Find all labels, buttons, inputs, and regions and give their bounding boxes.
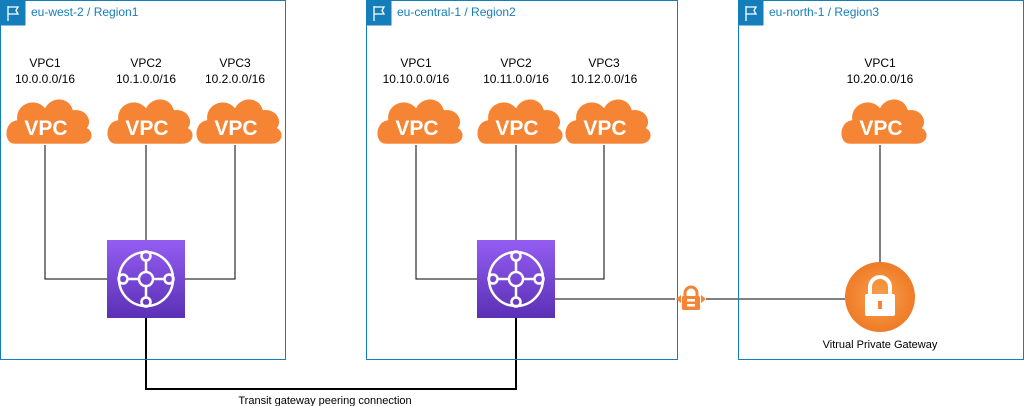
vpc-cidr: 10.2.0.0/16 <box>205 72 265 86</box>
vpc-name: VPC2 <box>500 56 532 70</box>
vpc-cidr: 10.20.0.0/16 <box>847 72 914 86</box>
region-1-title: eu-west-2 / Region1 <box>31 5 139 19</box>
vpc-cloud-icon: VPC <box>840 98 928 145</box>
vpc-name: VPC3 <box>219 56 251 70</box>
transit-gateway-icon <box>477 240 555 318</box>
vpc-icon-label: VPC <box>583 117 626 140</box>
vpc-cidr: 10.10.0.0/16 <box>383 72 450 86</box>
vpc-icon-label: VPC <box>859 117 902 140</box>
region-2: eu-central-1 / Region2 VPC1 10.10.0.0/16… <box>366 0 678 360</box>
vpc-cloud-icon: VPC <box>376 98 464 145</box>
connectors <box>44 145 881 300</box>
vpc-cloud-icon: VPC <box>476 98 564 145</box>
vpc-cloud-icon: VPC <box>106 98 194 145</box>
vpc-cloud-icon: VPC <box>5 98 93 145</box>
region-3-title: eu-north-1 / Region3 <box>769 5 879 19</box>
vpc-icon-label: VPC <box>495 117 538 140</box>
connector-r1-vpc3 <box>185 145 236 280</box>
peering-label: Transit gateway peering connection <box>238 395 411 406</box>
vpc-cidr: 10.1.0.0/16 <box>116 72 176 86</box>
vpc-icon-label: VPC <box>395 117 438 140</box>
vpc-cloud-icon: VPC <box>564 98 652 145</box>
connector-r2-vpc3 <box>555 145 605 280</box>
flag-icon <box>0 0 26 26</box>
region-2-frame <box>366 0 678 360</box>
region-1-frame <box>0 0 286 360</box>
vpn-lock-icon <box>676 285 706 310</box>
connector-r2-vpc1 <box>415 145 477 280</box>
vpc-icon-label: VPC <box>24 117 67 140</box>
region-3: eu-north-1 / Region3 VPC1 10.20.0.0/16 V… <box>738 0 1024 360</box>
vpc-icon-label: VPC <box>214 117 257 140</box>
vpc-cidr: 10.0.0.0/16 <box>15 72 75 86</box>
vpc-name: VPC3 <box>588 56 620 70</box>
tgw-peering-connection <box>145 318 517 390</box>
vpc-name: VPC1 <box>864 56 896 70</box>
vpg-label: Vitrual Private Gateway <box>823 339 938 351</box>
vpc-cidr: 10.11.0.0/16 <box>483 72 549 86</box>
region-3-frame <box>738 0 1024 360</box>
vpc-icon-label: VPC <box>125 117 168 140</box>
vpc-name: VPC1 <box>400 56 432 70</box>
transit-gateway-icon <box>107 240 185 318</box>
flag-icon <box>738 0 764 26</box>
region-2-title: eu-central-1 / Region2 <box>397 5 516 19</box>
vpc-name: VPC1 <box>29 56 61 70</box>
vpc-name: VPC2 <box>130 56 162 70</box>
vpg-lock-icon <box>845 262 915 332</box>
connector-r1-vpc1 <box>44 145 107 280</box>
vpc-cloud-icon: VPC <box>195 98 283 145</box>
flag-icon <box>366 0 392 26</box>
vpc-cidr: 10.12.0.0/16 <box>571 72 638 86</box>
region-1: eu-west-2 / Region1 VPC1 10.0.0.0/16 VPC… <box>0 0 286 360</box>
